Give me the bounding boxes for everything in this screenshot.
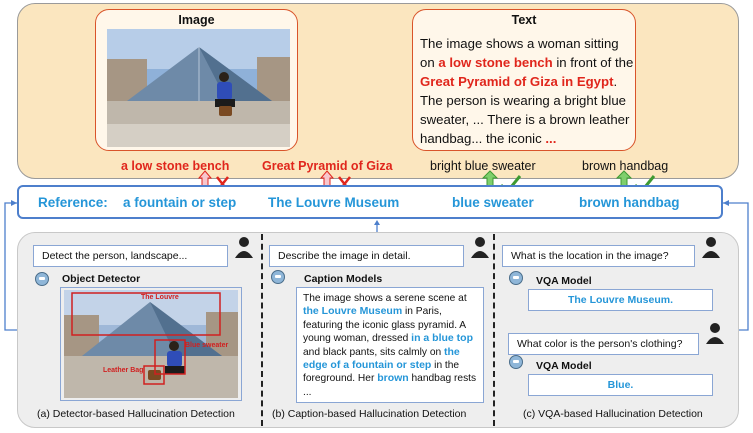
hallucinated-segment: Great Pyramid of Giza in Egypt: [420, 74, 614, 89]
detection-photo: [64, 290, 238, 398]
text-panel-title: Text: [511, 13, 537, 27]
box-label: Blue sweater: [185, 342, 229, 349]
user-question-bubble: What is the location in the image?: [502, 245, 695, 267]
section-caption: (c) VQA-based Hallucination Detection: [523, 408, 703, 420]
hallucinated-segment: a low stone bench: [438, 55, 553, 70]
user-icon: [471, 237, 489, 258]
user-prompt-bubble: Detect the person, landscape...: [33, 245, 228, 267]
hallucinated-segment: ...: [545, 131, 557, 146]
reference-item: The Louvre Museum: [268, 195, 400, 210]
user-question-bubble: What color is the person's clothing?: [508, 333, 699, 355]
caption-segment: The image shows a serene scene at: [303, 293, 467, 304]
reference-bar: [17, 185, 723, 219]
caption-highlight: the edge of a fountain or step: [303, 345, 460, 372]
claim-label: a low stone bench: [121, 159, 230, 173]
text-segment: The image shows a woman sitting on: [420, 36, 619, 70]
reference-item: brown handbag: [579, 195, 680, 210]
robot-icon: [509, 355, 523, 369]
box-label: The Louvre: [141, 294, 179, 301]
section-divider: [261, 234, 263, 426]
model-title: VQA Model: [536, 360, 592, 372]
model-title: Caption Models: [304, 273, 383, 285]
section-caption: (b) Caption-based Hallucination Detectio…: [272, 408, 467, 420]
caption-segment: in the foreground. Her: [303, 360, 460, 385]
box-label: Leather Bag: [103, 367, 144, 374]
caption-segment: and black pants, sits calmly on: [303, 346, 444, 358]
text-segment: . The person is wearing a bright blue sw…: [420, 74, 630, 146]
caption-highlight: the Louvre Museum: [303, 305, 403, 318]
claim-label: bright blue sweater: [430, 159, 536, 173]
louvre-photo: [107, 29, 290, 147]
section-caption: (a) Detector-based Hallucination Detecti…: [37, 408, 235, 420]
model-title: VQA Model: [536, 275, 592, 287]
robot-icon: [271, 270, 285, 284]
user-icon: [702, 237, 720, 258]
text-segment: in front of the: [552, 55, 634, 70]
robot-icon: [35, 272, 49, 286]
claim-label: Great Pyramid of Giza: [262, 159, 393, 173]
reference-item: a fountain or step: [123, 195, 237, 210]
user-icon: [706, 323, 724, 344]
reference-item: blue sweater: [452, 195, 534, 210]
caption-segment: in Paris, featuring the iconic glass pyr…: [303, 306, 466, 345]
caption-highlight: brown: [377, 372, 409, 385]
caption-highlight: in a blue top: [411, 332, 474, 345]
reference-label: Reference:: [38, 195, 108, 210]
image-panel: Image: [95, 9, 298, 151]
claim-label: brown handbag: [582, 159, 669, 173]
text-panel: Text The image shows a woman sitting on …: [412, 9, 636, 151]
robot-icon: [509, 271, 523, 285]
image-panel-title: Image: [178, 13, 215, 27]
caption-segment: handbag rests ...: [303, 373, 477, 398]
user-prompt-bubble: Describe the image in detail.: [269, 245, 464, 267]
section-divider: [493, 234, 495, 426]
caption-output: The image shows a serene scene at the Lo…: [296, 287, 484, 403]
user-icon: [235, 237, 253, 258]
vqa-answer: Blue.: [528, 374, 713, 396]
vqa-answer: The Louvre Museum.: [528, 289, 713, 311]
detector-output-frame: [60, 287, 242, 401]
model-title: Object Detector: [62, 273, 141, 285]
generated-text: The image shows a woman sitting on a low…: [420, 34, 634, 148]
